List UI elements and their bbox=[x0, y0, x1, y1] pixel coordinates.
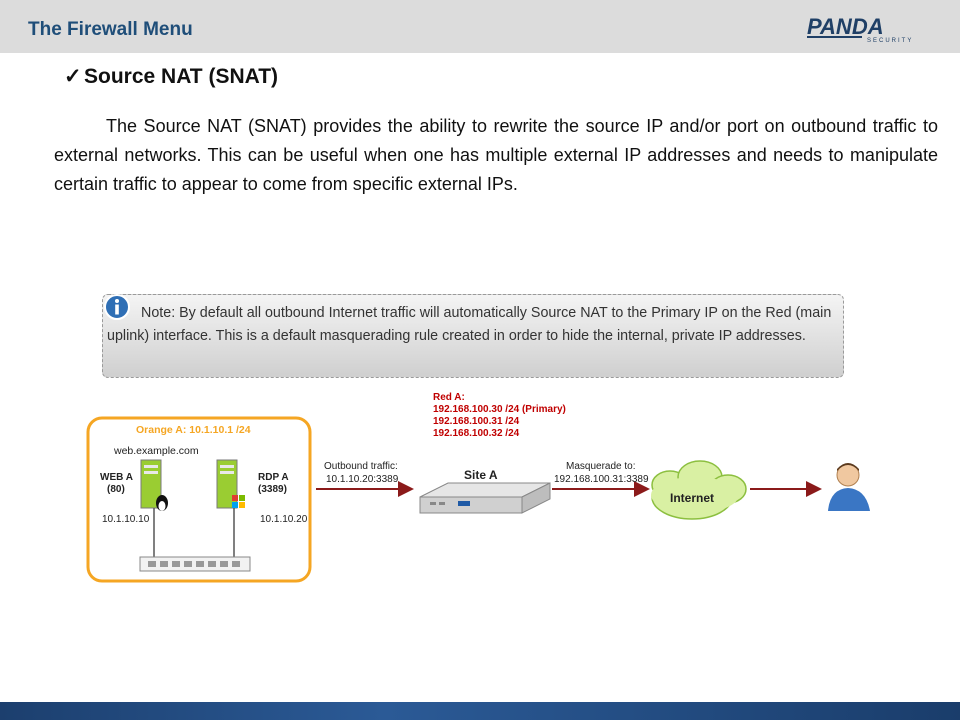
masquerade-address: 192.168.100.31:3389 bbox=[554, 474, 649, 485]
note-text: Note: By default all outbound Internet t… bbox=[107, 305, 832, 344]
logo-underline bbox=[807, 36, 862, 38]
masquerade-label: Masquerade to: bbox=[566, 461, 636, 472]
switch-icon bbox=[139, 556, 251, 572]
checkmark-icon: ✓ bbox=[64, 65, 82, 88]
firewall-appliance-icon bbox=[419, 482, 551, 514]
info-icon bbox=[104, 294, 130, 320]
web-server-ip: 10.1.10.10 bbox=[102, 514, 150, 525]
outbound-address: 10.1.10.20:3389 bbox=[326, 474, 399, 485]
red-ip-secondary: 192.168.100.31 /24 bbox=[433, 416, 520, 427]
logo-word: PANDA bbox=[807, 14, 884, 39]
rdp-server-ip: 10.1.10.20 bbox=[260, 514, 308, 525]
logo-subword: SECURITY bbox=[867, 38, 913, 44]
web-server-icon bbox=[140, 459, 168, 511]
section-heading: ✓Source NAT (SNAT) bbox=[64, 64, 278, 89]
note-box: Note: By default all outbound Internet t… bbox=[102, 294, 844, 378]
header-bar bbox=[0, 0, 960, 53]
domain-label: web.example.com bbox=[113, 445, 199, 457]
rdp-server-port: (3389) bbox=[258, 484, 287, 495]
outbound-label: Outbound traffic: bbox=[324, 461, 398, 472]
red-ip-primary: 192.168.100.30 /24 (Primary) bbox=[433, 404, 566, 415]
internet-label: Internet bbox=[670, 491, 714, 505]
header-title: The Firewall Menu bbox=[28, 19, 193, 40]
web-server-port: (80) bbox=[107, 484, 125, 495]
user-icon bbox=[828, 463, 870, 511]
rdp-server-name: RDP A bbox=[258, 472, 289, 483]
footer-bar bbox=[0, 702, 960, 720]
red-ip-tertiary: 192.168.100.32 /24 bbox=[433, 428, 520, 439]
site-label: Site A bbox=[464, 468, 498, 482]
rdp-server-icon bbox=[216, 459, 245, 509]
panda-security-logo: PANDA SECURITY bbox=[807, 14, 913, 44]
section-heading-text: Source NAT (SNAT) bbox=[84, 65, 279, 88]
red-interface-label: Red A: bbox=[433, 392, 465, 403]
web-server-name: WEB A bbox=[100, 472, 133, 483]
body-paragraph: The Source NAT (SNAT) provides the abili… bbox=[54, 116, 938, 194]
orange-zone-label: Orange A: 10.1.10.1 /24 bbox=[136, 424, 251, 436]
internet-cloud-icon bbox=[651, 460, 747, 520]
snat-network-diagram: Orange A: 10.1.10.1 /24 web.example.com … bbox=[86, 392, 870, 583]
orange-zone-box bbox=[86, 416, 312, 583]
